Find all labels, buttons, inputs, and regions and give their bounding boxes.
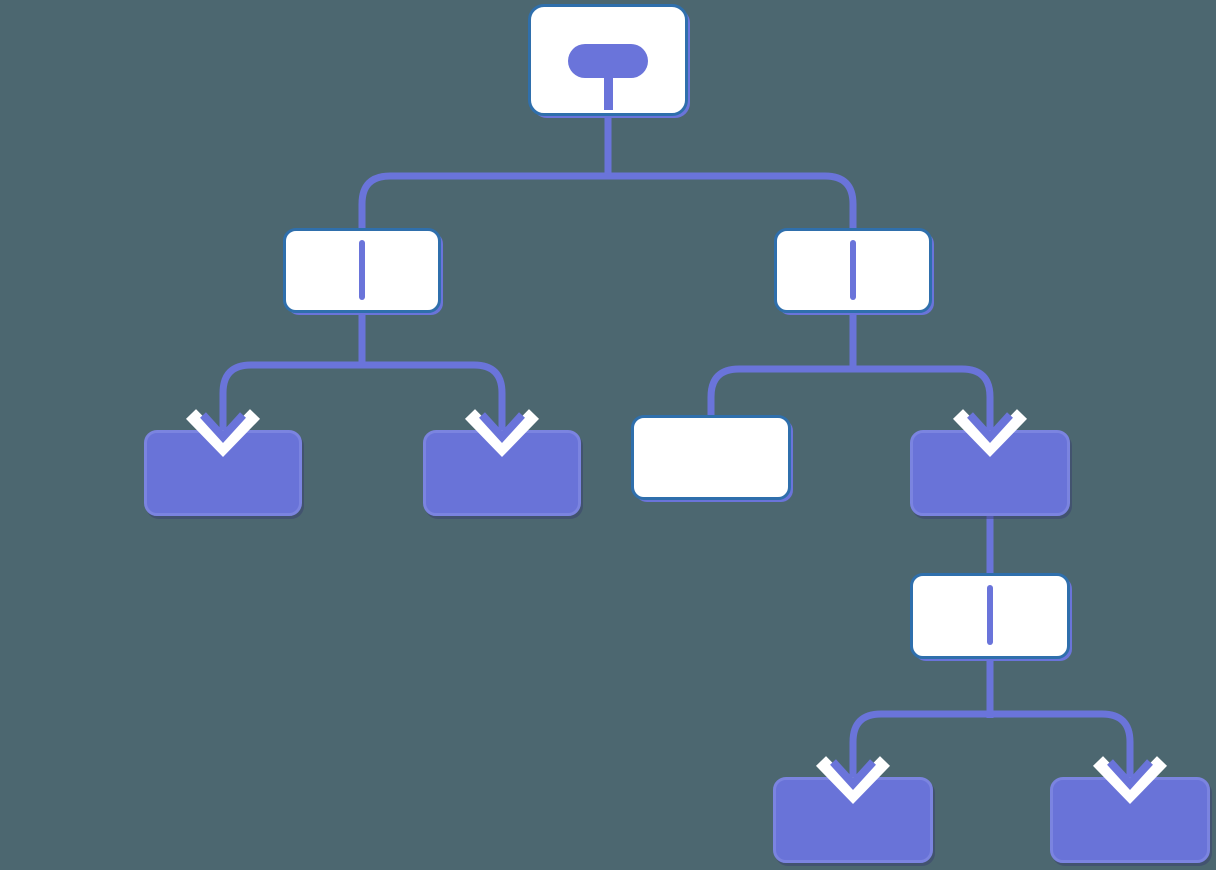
node-branch-right[interactable] (774, 228, 932, 313)
connector-line (219, 361, 506, 441)
chevron-inner-purple (1107, 759, 1153, 790)
node-divider-bar (359, 240, 365, 300)
connector-line (358, 172, 857, 230)
node-root[interactable] (528, 4, 688, 116)
root-stem-icon (603, 76, 613, 110)
chevron-outer-white (952, 409, 1028, 458)
chevron-outer-white (185, 409, 261, 458)
node-branch-lower[interactable] (910, 573, 1070, 659)
connector-line (849, 710, 1134, 788)
chevron-inner-purple (479, 412, 525, 443)
chevron-inner-purple (967, 412, 1013, 443)
node-divider-bar (850, 240, 856, 300)
chevron-down-arrow-icon[interactable] (460, 396, 544, 464)
node-child-plain[interactable] (631, 415, 791, 500)
chevron-outer-white (815, 756, 891, 805)
chevron-down-arrow-icon[interactable] (948, 396, 1032, 464)
chevron-down-arrow-icon[interactable] (181, 396, 265, 464)
chevron-outer-white (464, 409, 540, 458)
chevron-outer-white (1092, 756, 1168, 805)
chevron-down-arrow-icon[interactable] (811, 743, 895, 811)
chevron-inner-purple (830, 759, 876, 790)
connector-line (707, 365, 994, 441)
node-divider-bar (987, 585, 993, 645)
root-pill-icon (568, 44, 648, 78)
node-branch-left[interactable] (283, 228, 441, 313)
chevron-inner-purple (200, 412, 246, 443)
chevron-down-arrow-icon[interactable] (1088, 743, 1172, 811)
